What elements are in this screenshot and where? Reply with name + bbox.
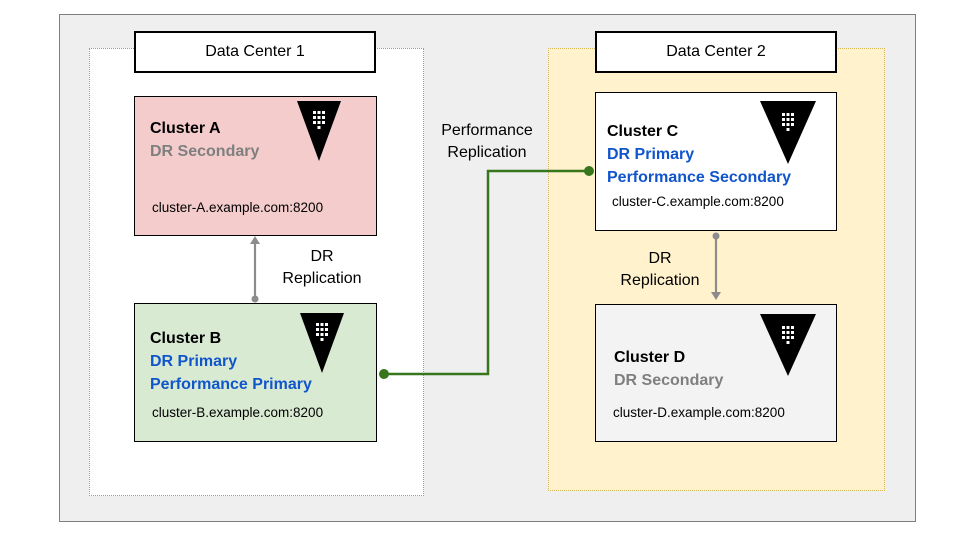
- dr-replication-right-line2: Replication: [620, 272, 700, 289]
- cluster-b-name: Cluster B: [150, 330, 222, 347]
- cluster-b-role-dr: DR Primary: [150, 353, 238, 370]
- vault-logo-icon: [760, 101, 816, 164]
- dr-replication-left-connector: [250, 236, 260, 303]
- dr-replication-left-line2: Replication: [282, 270, 362, 287]
- data-center-1-title: Data Center 1: [134, 31, 376, 73]
- vault-logo-icon: [760, 314, 816, 376]
- cluster-b-role-performance: Performance Primary: [150, 376, 312, 393]
- performance-replication-label: Performance Replication: [424, 120, 550, 164]
- performance-replication-line2: Replication: [447, 144, 527, 161]
- cluster-b-host: cluster-B.example.com:8200: [152, 405, 324, 420]
- dr-replication-left-line1: DR: [310, 248, 334, 265]
- dr-replication-right-connector: [711, 232, 721, 300]
- dr-replication-left-label: DR Replication: [272, 246, 372, 290]
- cluster-a-name: Cluster A: [150, 120, 221, 137]
- cluster-c-name: Cluster C: [607, 123, 679, 140]
- dr-replication-right-label: DR Replication: [610, 248, 710, 292]
- cluster-c-role-dr: DR Primary: [607, 146, 695, 163]
- data-center-2-title: Data Center 2: [595, 31, 837, 73]
- vault-logo-icon: [300, 313, 344, 373]
- cluster-a-box: [134, 96, 377, 236]
- cluster-c-role-performance: Performance Secondary: [607, 169, 792, 186]
- cluster-a-role: DR Secondary: [150, 143, 260, 160]
- dr-replication-right-line1: DR: [648, 250, 672, 267]
- cluster-c-host: cluster-C.example.com:8200: [612, 194, 784, 209]
- cluster-d-name: Cluster D: [614, 349, 686, 366]
- cluster-d-host: cluster-D.example.com:8200: [613, 405, 785, 420]
- cluster-d-role: DR Secondary: [614, 372, 724, 389]
- performance-replication-line1: Performance: [441, 122, 533, 139]
- performance-replication-connector: [379, 166, 594, 379]
- vault-logo-icon: [297, 101, 341, 161]
- cluster-a-host: cluster-A.example.com:8200: [152, 200, 324, 215]
